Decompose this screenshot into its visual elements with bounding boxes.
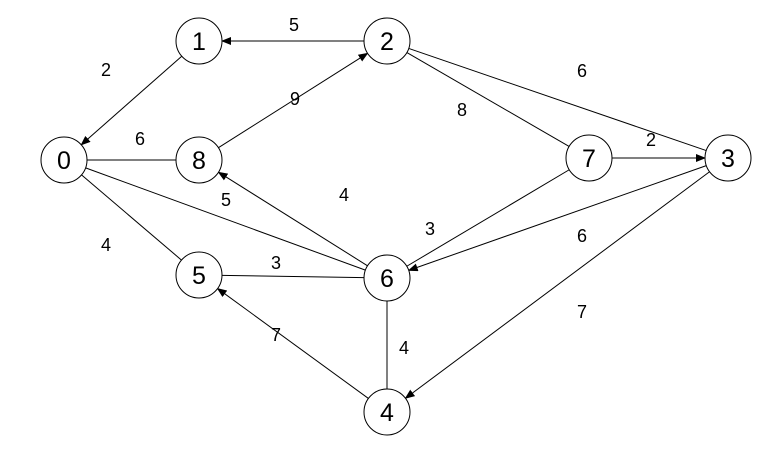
graph-node-3: 3 bbox=[704, 134, 752, 182]
edge-weight-label: 5 bbox=[221, 190, 231, 210]
edge-weight-label: 2 bbox=[101, 60, 111, 80]
node-label: 8 bbox=[192, 147, 206, 175]
edge-8-2 bbox=[218, 52, 369, 149]
edge-4-5 bbox=[216, 287, 369, 399]
node-label: 7 bbox=[582, 145, 596, 173]
edge-weight-label: 2 bbox=[646, 130, 656, 150]
node-circle bbox=[40, 136, 88, 184]
node-circle bbox=[363, 17, 411, 65]
node-circle bbox=[565, 134, 613, 182]
edge-weight-label: 6 bbox=[135, 129, 145, 149]
graph-node-5: 5 bbox=[175, 251, 223, 299]
edge-weight-label: 8 bbox=[457, 100, 467, 120]
node-label: 6 bbox=[380, 265, 394, 293]
graph-node-6: 6 bbox=[363, 254, 411, 302]
edge-weight-label: 4 bbox=[101, 235, 111, 255]
edge-weight-label: 9 bbox=[290, 89, 300, 109]
graph-node-1: 1 bbox=[175, 17, 223, 65]
edge-weight-label: 5 bbox=[289, 15, 299, 35]
weights-layer: 2 5 6 8 9 6 5 4 4 2 3 6 3 7 4 7 bbox=[101, 15, 656, 358]
edges-layer bbox=[80, 37, 710, 399]
edge-2-7 bbox=[406, 52, 570, 147]
nodes-layer: 0 1 2 3 4 5 6 7 8 bbox=[40, 17, 752, 436]
edge-0-5 bbox=[81, 174, 182, 261]
node-circle bbox=[704, 134, 752, 182]
node-circle bbox=[363, 254, 411, 302]
graph-node-2: 2 bbox=[363, 17, 411, 65]
graph-node-7: 7 bbox=[565, 134, 613, 182]
edge-0-6 bbox=[85, 167, 366, 271]
node-label: 2 bbox=[380, 28, 394, 56]
graph-node-0: 0 bbox=[40, 136, 88, 184]
edge-5-6 bbox=[221, 274, 365, 279]
edge-weight-label: 3 bbox=[425, 219, 435, 239]
edge-2-3 bbox=[408, 47, 707, 152]
node-label: 5 bbox=[192, 262, 206, 290]
edge-7-6 bbox=[406, 169, 570, 267]
edge-6-8 bbox=[217, 171, 368, 267]
edge-weight-label: 4 bbox=[399, 338, 409, 358]
edge-weight-label: 3 bbox=[271, 253, 281, 273]
edge-3-4 bbox=[404, 171, 710, 399]
edge-weight-label: 6 bbox=[577, 226, 587, 246]
node-circle bbox=[175, 17, 223, 65]
edge-weight-label: 7 bbox=[271, 325, 281, 345]
node-label: 3 bbox=[721, 145, 735, 173]
edge-weight-label: 4 bbox=[339, 185, 349, 205]
node-label: 4 bbox=[380, 399, 394, 427]
graph-node-8: 8 bbox=[175, 136, 223, 184]
node-label: 1 bbox=[192, 28, 206, 56]
node-circle bbox=[175, 136, 223, 184]
edge-weight-label: 6 bbox=[577, 61, 587, 81]
edge-3-6 bbox=[407, 165, 707, 272]
node-circle bbox=[175, 251, 223, 299]
edge-1-0 bbox=[80, 55, 183, 146]
node-circle bbox=[363, 388, 411, 436]
node-label: 0 bbox=[57, 147, 71, 175]
graph-node-4: 4 bbox=[363, 388, 411, 436]
edge-weight-label: 7 bbox=[577, 302, 587, 322]
